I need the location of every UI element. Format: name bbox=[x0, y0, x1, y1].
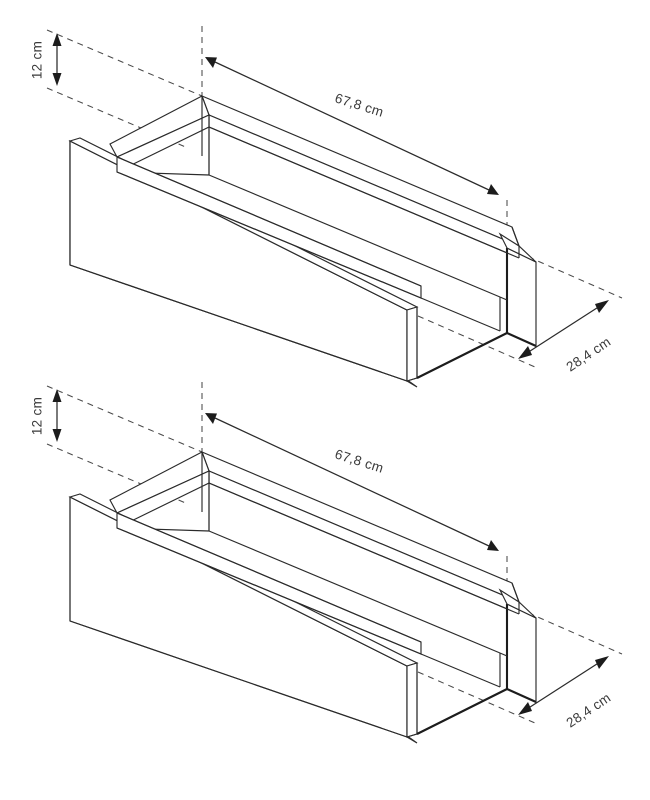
drawer-box-1 bbox=[68, 94, 537, 388]
dimension-label-width-2: 67,8 cm bbox=[333, 446, 385, 475]
drawer-figure-2: 12 cm 67,8 cm 28,4 cm bbox=[30, 382, 623, 744]
dimension-label-width-1: 67,8 cm bbox=[333, 90, 385, 119]
dimension-extension-lines-1 bbox=[46, 26, 623, 368]
drawer-figure-1: 12 cm 67,8 cm 28,4 cm bbox=[30, 26, 623, 388]
dimension-label-height-2: 12 cm bbox=[30, 397, 45, 435]
dimension-height-1: 12 cm bbox=[30, 33, 62, 86]
dimension-height-2: 12 cm bbox=[30, 389, 62, 442]
dimension-label-depth-1: 28,4 cm bbox=[564, 334, 614, 374]
drawer-box-2 bbox=[68, 450, 537, 744]
dimension-label-height-1: 12 cm bbox=[30, 41, 45, 79]
dimension-extension-lines-2 bbox=[46, 382, 623, 724]
dimension-label-depth-2: 28,4 cm bbox=[564, 690, 614, 730]
